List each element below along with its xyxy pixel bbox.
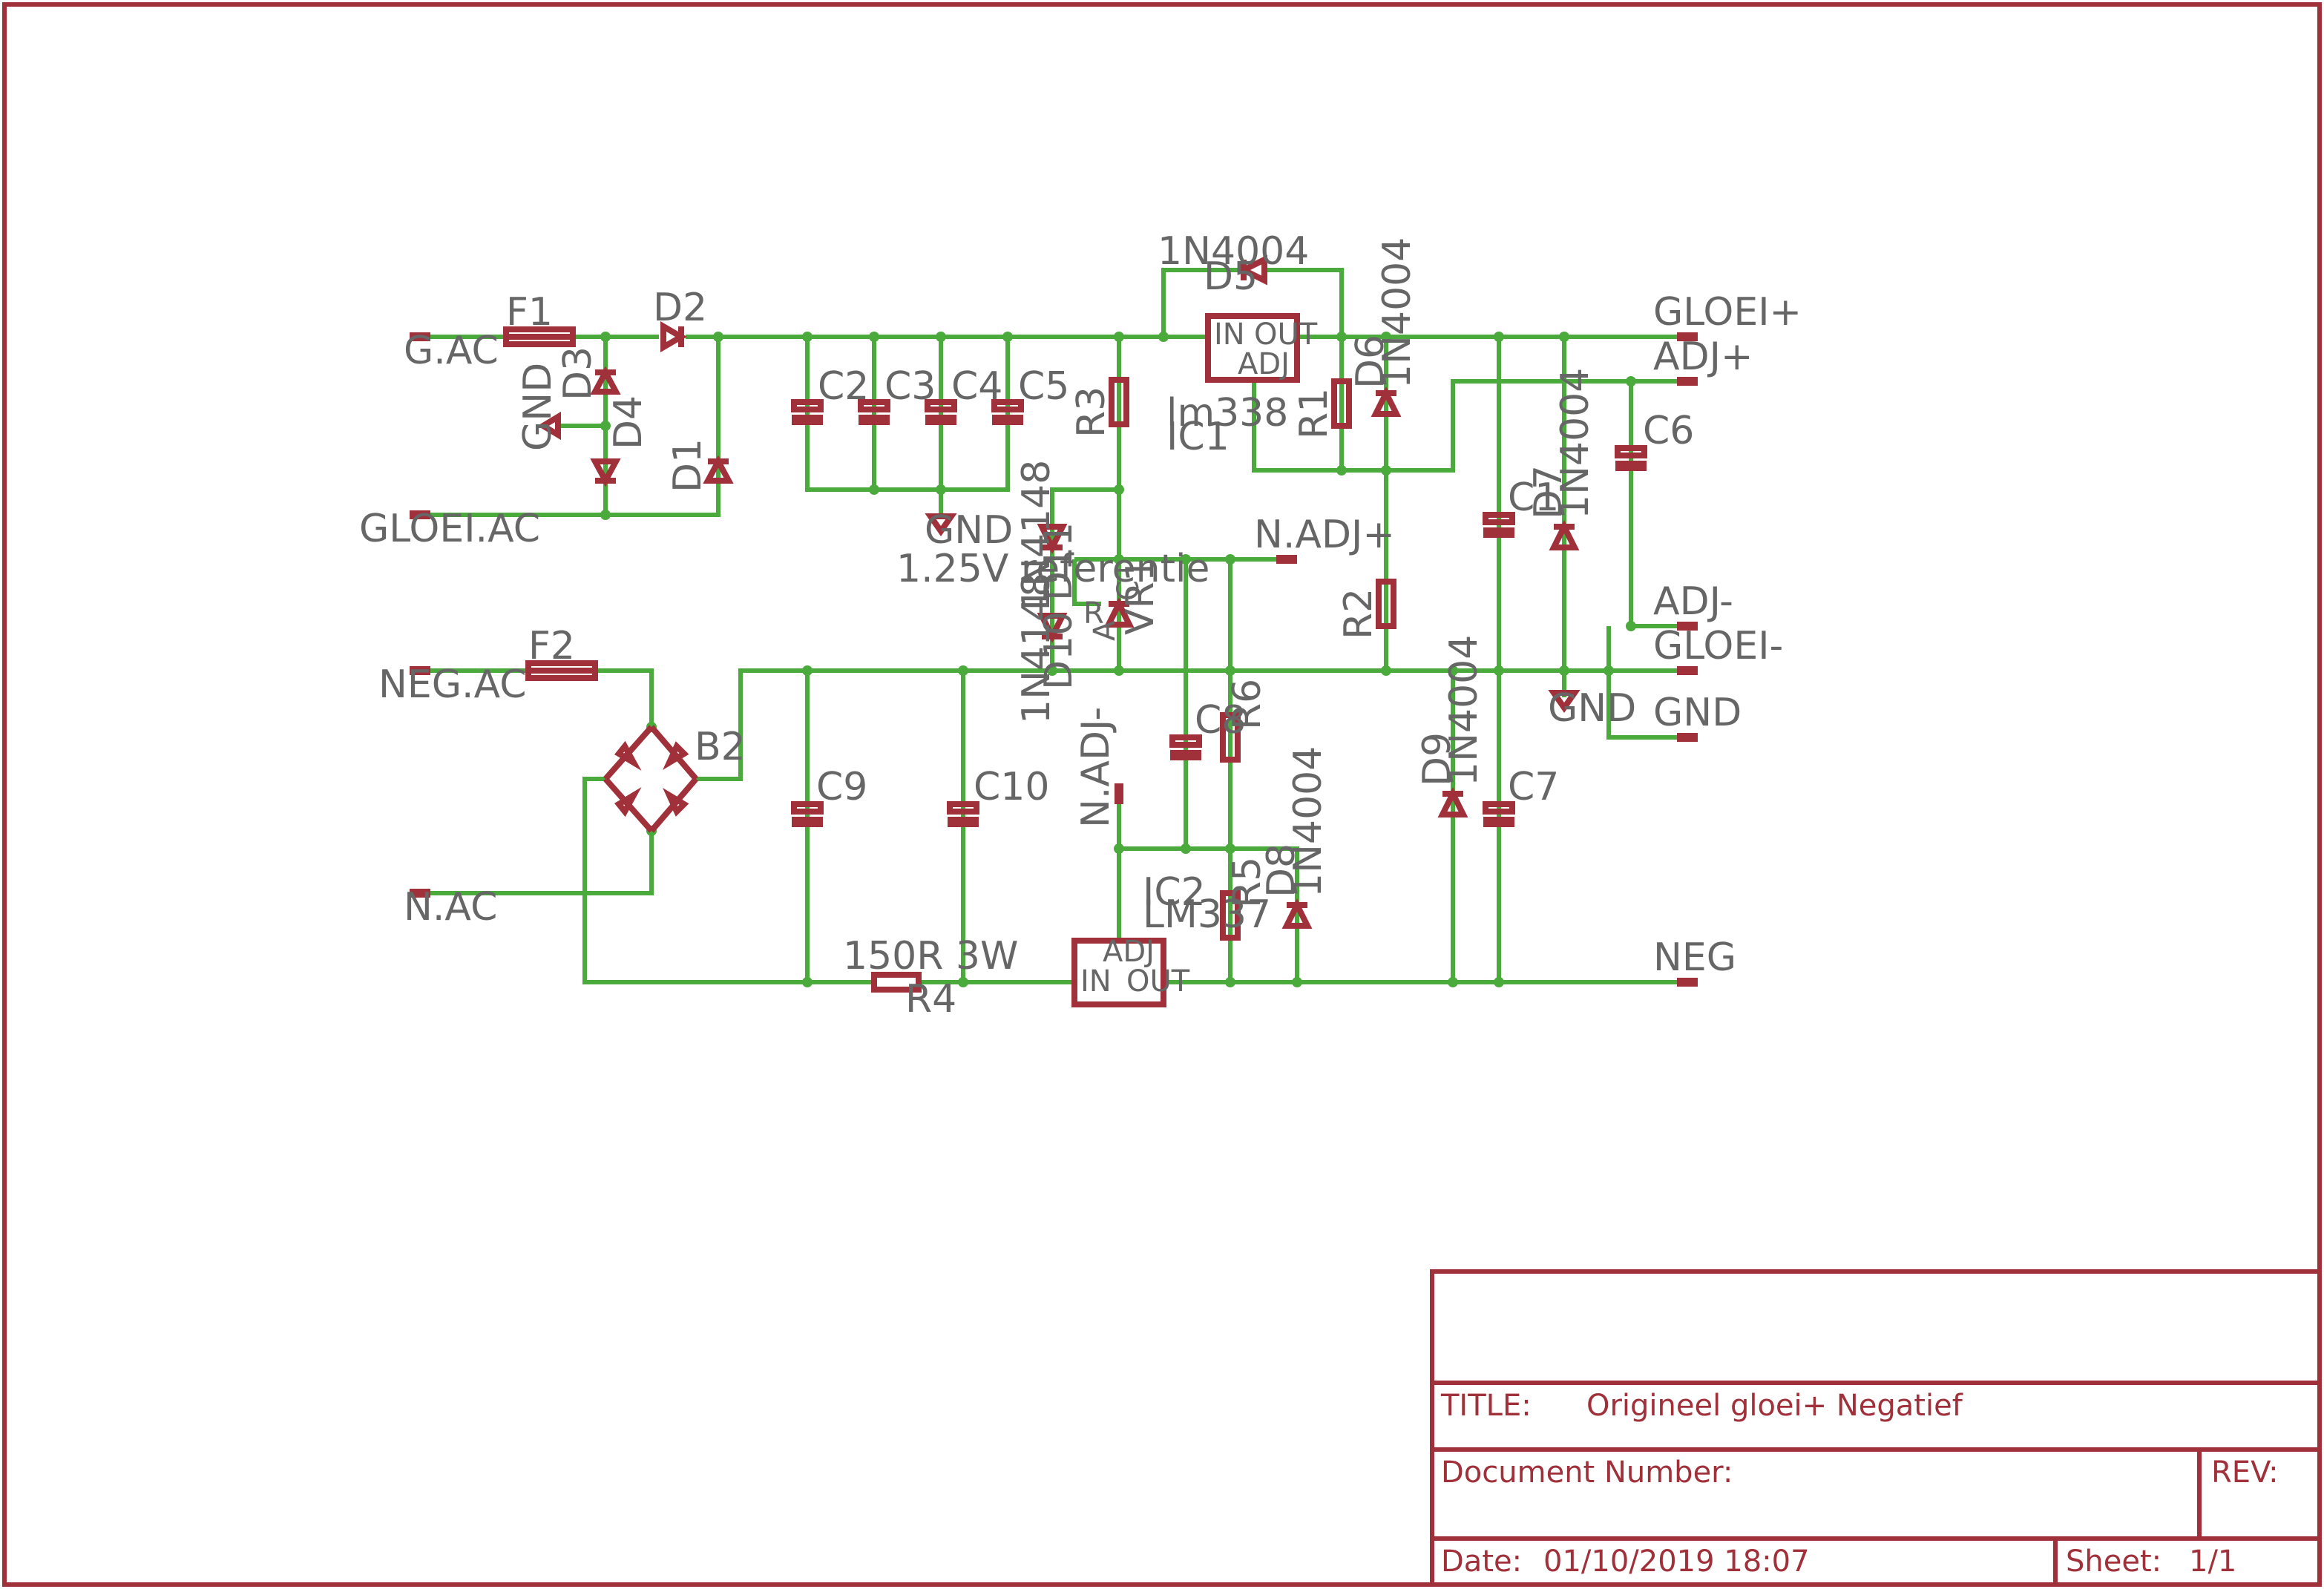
net-g-ac: G.AC [404, 329, 499, 373]
label-d2: D2 [653, 286, 707, 330]
sheet-value: 1/1 [2189, 1544, 2236, 1579]
rev-label: REV: [2211, 1455, 2279, 1490]
document-number-label: Document Number: [1441, 1455, 1733, 1490]
label-r5: R5 [1225, 857, 1270, 908]
net-gloei-minus: GLOEI- [1653, 624, 1783, 668]
label-c10: C10 [974, 765, 1049, 809]
vr1-pin-c: C [1112, 580, 1146, 601]
date-label: Date: [1441, 1544, 1522, 1579]
ground-symbols [537, 411, 1580, 713]
net-neg: NEG [1653, 935, 1736, 980]
bridge-rectifier-b2 [603, 725, 699, 833]
connector-pads [410, 332, 1698, 987]
net-gloei-ac: GLOEI.AC [359, 507, 540, 551]
net-adj-plus: ADJ+ [1653, 335, 1753, 379]
ic1-pin-in: IN [1214, 318, 1245, 352]
vr1-pin-r: R [1083, 596, 1104, 631]
label-ic1-value: lm338 [1166, 391, 1288, 435]
label-d1: D1 [666, 438, 710, 493]
label-d10-value: 1N4148 [1014, 573, 1059, 724]
label-r4-value: 150R 3W [843, 934, 1018, 978]
label-d10: D10 [1037, 611, 1081, 690]
label-d8-value: 1N4004 [1286, 746, 1330, 898]
gnd-label-d3: GND [516, 363, 560, 451]
ic2-pin-out: OUT [1126, 964, 1190, 999]
gnd-label-d7: GND [1548, 686, 1636, 731]
regulator-ic1 [1205, 313, 1300, 383]
label-c1: C1 [1508, 476, 1559, 520]
label-b2: B2 [695, 725, 746, 769]
label-d6: D6 [1348, 335, 1393, 389]
label-f2: F2 [528, 624, 575, 668]
title-block: TITLE: Origineel gloei+ Negatief Documen… [1440, 1389, 2279, 1579]
label-c6: C6 [1643, 409, 1694, 453]
label-d7: D7 [1526, 465, 1571, 519]
label-c2: C2 [818, 364, 869, 409]
label-c5: C5 [1018, 364, 1069, 409]
gnd-label-c4: GND [925, 508, 1013, 553]
net-adj-minus: ADJ- [1653, 579, 1733, 624]
label-d5: D5 [1204, 254, 1258, 299]
label-ic2: IC2 [1143, 870, 1206, 915]
diodes [590, 254, 1580, 929]
label-c4: C4 [951, 364, 1002, 409]
label-d3: D3 [556, 346, 600, 401]
label-f1: F1 [506, 290, 553, 335]
ic1-pin-adj: ADJ [1238, 347, 1290, 381]
label-r2: R2 [1336, 588, 1381, 639]
vr1-note: 1.25V referentie [896, 547, 1209, 591]
ic2-pin-in: IN [1080, 964, 1112, 999]
label-d8: D8 [1259, 843, 1304, 898]
label-c8: C8 [1195, 698, 1246, 743]
label-d9-value: 1N4004 [1442, 635, 1486, 786]
fuse-f1 [503, 326, 576, 347]
labels: G.AC GLOEI.AC NEG.AC N.AC GLOEI+ ADJ+ AD… [359, 229, 1802, 1022]
label-d6-value: 1N4004 [1375, 237, 1419, 389]
label-d11: D11 [1037, 522, 1081, 601]
label-r6: R6 [1225, 679, 1270, 730]
net-n-adj-minus: N.ADJ- [1074, 707, 1118, 828]
net-n-ac: N.AC [404, 885, 497, 930]
ic1-pin-out: OUT [1254, 318, 1318, 352]
net-neg-ac: NEG.AC [378, 662, 527, 707]
label-r1: R1 [1292, 388, 1336, 439]
capacitors [791, 399, 1647, 827]
sheet-label: Sheet: [2066, 1544, 2161, 1579]
ic2-pin-adj: ADJ [1103, 935, 1155, 969]
title-label: TITLE: [1440, 1389, 1532, 1423]
net-gnd-output: GND [1653, 691, 1742, 735]
label-d9: D9 [1415, 732, 1460, 786]
regulator-ic2 [1071, 938, 1166, 1007]
net-gloei-plus: GLOEI+ [1653, 290, 1802, 335]
label-ic1: IC1 [1166, 415, 1230, 459]
label-d5-value: 1N4004 [1158, 229, 1309, 274]
vr1-pin-a: A [1088, 620, 1122, 641]
net-n-adj-plus: N.ADJ+ [1254, 513, 1395, 557]
label-c3: C3 [884, 364, 936, 409]
label-ic2-value: LM337 [1143, 892, 1271, 937]
resistors [871, 377, 1396, 993]
label-d4: D4 [606, 395, 651, 450]
date-value: 01/10/2019 18:07 [1543, 1544, 1810, 1579]
label-d11-value: 1N4148 [1014, 460, 1059, 611]
title-value: Origineel gloei+ Negatief [1586, 1389, 1963, 1423]
label-d7-value: 1N4004 [1553, 368, 1598, 519]
label-c7: C7 [1508, 765, 1559, 809]
label-r4: R4 [905, 977, 956, 1022]
fuse-f2 [525, 660, 598, 681]
label-c9: C9 [816, 765, 867, 809]
label-vr1: VR1 [1118, 557, 1163, 635]
label-r3: R3 [1069, 386, 1114, 438]
